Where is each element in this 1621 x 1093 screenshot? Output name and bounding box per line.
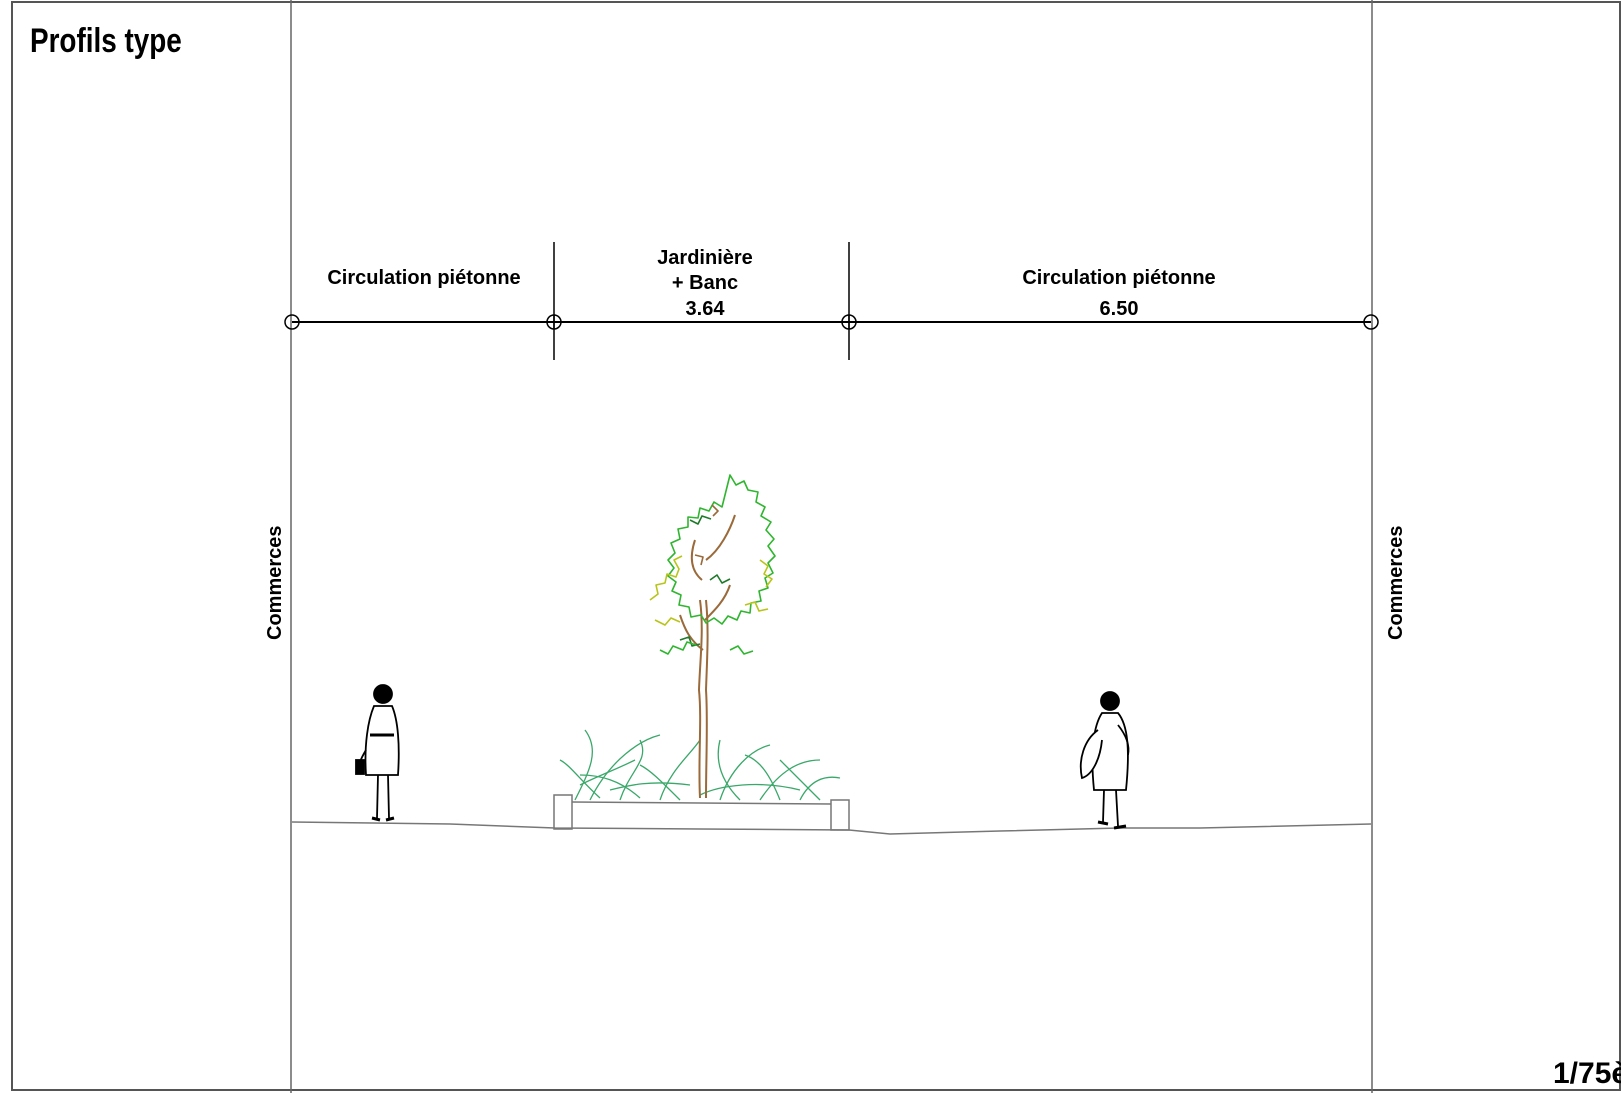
scale-label: 1/75è (1553, 1057, 1621, 1090)
side-label-left: Commerces (264, 525, 286, 640)
section-label-3: Circulation piétonne (1022, 267, 1215, 289)
tree-trunk (679, 514, 736, 799)
section-label-2-line2: + Banc (672, 272, 738, 294)
section-label-1: Circulation piétonne (327, 267, 520, 289)
planter-box (553, 794, 850, 831)
pedestrian-woman-bag-icon (1079, 691, 1130, 830)
dimension-node-icon (284, 314, 1379, 330)
section-dimension-3: 6.50 (1100, 298, 1139, 320)
section-dimension-2: 3.64 (686, 298, 726, 320)
tree-icon (649, 474, 776, 655)
grass-icon (559, 729, 841, 801)
side-label-right: Commerces (1385, 525, 1407, 640)
ground-line (291, 821, 1372, 835)
pedestrian-woman-icon (355, 684, 400, 822)
drawing-frame (11, 1, 1621, 1091)
page-title: Profils type (30, 21, 182, 59)
section-label-2-line1: Jardinière (657, 247, 753, 269)
